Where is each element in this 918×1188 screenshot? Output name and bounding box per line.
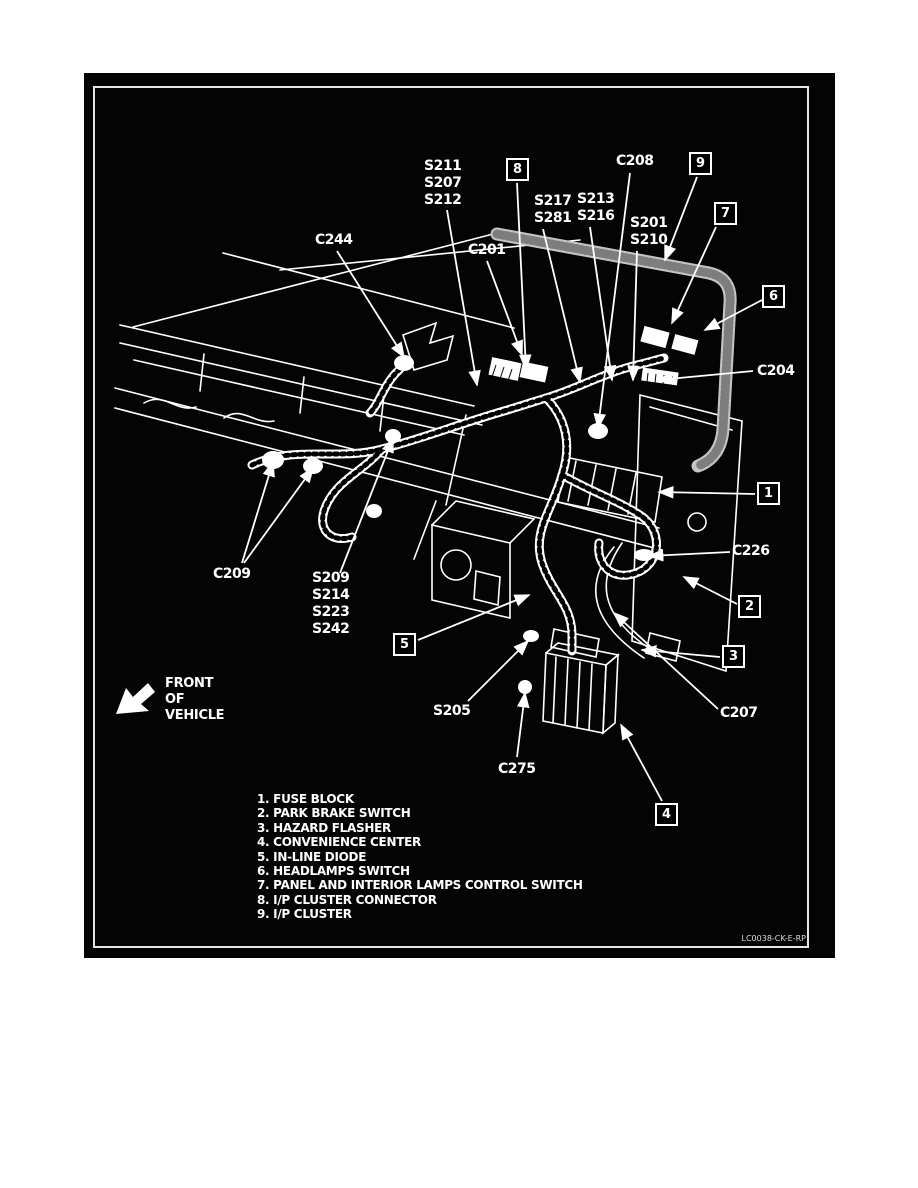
callout-box-8: 8: [506, 158, 529, 181]
label-line: S214: [312, 587, 350, 603]
leader-c209-1: [243, 466, 315, 564]
legend-item: 3. HAZARD FLASHER: [257, 820, 391, 835]
label-line: C204: [757, 363, 795, 379]
legend-item: 5. IN-LINE DIODE: [257, 849, 367, 864]
leader-callout-3: [640, 645, 721, 658]
cluster-bezel: [490, 227, 737, 473]
label-line: S216: [577, 208, 615, 224]
leader-c226: [647, 548, 731, 562]
leader-callout-2: [682, 576, 738, 605]
leader-callout-1: [657, 486, 756, 499]
front-of-vehicle-line1: FRONT OF: [165, 676, 214, 707]
leader-callout-9: [664, 176, 698, 262]
label-line: S281: [534, 210, 572, 226]
figure-code: LC0038-CK-E-RP: [741, 934, 807, 943]
label-line: S223: [312, 604, 350, 620]
windshield-line: [132, 232, 498, 328]
label-line: C244: [315, 232, 353, 248]
label-c226: C226: [732, 543, 770, 560]
leader-c201: [486, 260, 523, 357]
leader-lines: [241, 172, 763, 802]
legend-item: 8. I/P CLUSTER CONNECTOR: [257, 892, 437, 907]
label-line: C208: [616, 153, 654, 169]
callout-box-3: 3: [722, 645, 745, 668]
legend-item: 9. I/P CLUSTER: [257, 907, 352, 922]
callout-box-6: 6: [762, 285, 785, 308]
label-line: C275: [498, 761, 536, 777]
leader-c207: [612, 611, 719, 710]
leader-callout-4: [620, 723, 663, 802]
label-c204: C204: [757, 363, 795, 380]
leader-s217-s281: [542, 228, 583, 384]
leader-c204: [656, 370, 754, 385]
label-c208: C208: [616, 153, 654, 170]
leader-s213-s216: [589, 226, 617, 382]
leader-s201-s210: [627, 250, 640, 382]
label-line: S211: [424, 158, 462, 174]
label-line: S205: [433, 703, 471, 719]
connector-ribs: [491, 364, 673, 386]
leader-c209: [241, 460, 275, 564]
label-line: S242: [312, 621, 350, 637]
label-line: S209: [312, 570, 350, 586]
label-line: S207: [424, 175, 462, 191]
callout-box-7: 7: [714, 202, 737, 225]
legend-item: 1. FUSE BLOCK: [257, 792, 354, 806]
leader-c244: [336, 250, 405, 359]
label-line: S201: [630, 215, 668, 231]
leader-callout-6: [703, 299, 763, 331]
callout-box-4: 4: [655, 803, 678, 826]
label-line: S210: [630, 232, 668, 248]
leader-s211-s207-s212: [446, 209, 481, 387]
legend-item: 4. CONVENIENCE CENTER: [257, 835, 421, 850]
label-c207: C207: [720, 705, 758, 722]
label-line: C201: [468, 242, 506, 258]
legend-item: 7. PANEL AND INTERIOR LAMPS CONTROL SWIT…: [257, 878, 583, 893]
label-c209: C209: [213, 566, 251, 583]
front-of-vehicle: FRONT OF VEHICLE: [114, 674, 225, 723]
label-line: C209: [213, 566, 251, 582]
label-line: C226: [732, 543, 770, 559]
callout-box-5: 5: [393, 633, 416, 656]
label-c201: C201: [468, 242, 506, 259]
label-line: S213: [577, 191, 615, 207]
leader-callout-8: [516, 182, 532, 371]
leader-callout-7: [671, 226, 717, 325]
label-line: S217: [534, 193, 572, 209]
harness-tubes: [247, 353, 669, 656]
label-c244: C244: [315, 232, 353, 249]
leader-c208: [593, 172, 631, 430]
legend-item: 6. HEADLAMPS SWITCH: [257, 864, 410, 879]
leader-callout-5: [417, 594, 531, 641]
callout-box-1: 1: [757, 482, 780, 505]
label-line: S212: [424, 192, 462, 208]
front-of-vehicle-line2: VEHICLE: [165, 708, 225, 723]
harness-artwork: [114, 227, 743, 735]
legend-item: 2. PARK BRAKE SWITCH: [257, 806, 411, 821]
label-c275: C275: [498, 761, 536, 778]
front-arrow-icon: [116, 683, 155, 714]
label-s205: S205: [433, 703, 471, 720]
label-line: C207: [720, 705, 758, 721]
leader-s205: [467, 639, 530, 702]
callout-box-9: 9: [689, 152, 712, 175]
leader-c275: [516, 691, 530, 758]
leader-s209-s214-s223-s242: [339, 436, 394, 574]
callout-box-2: 2: [738, 595, 761, 618]
